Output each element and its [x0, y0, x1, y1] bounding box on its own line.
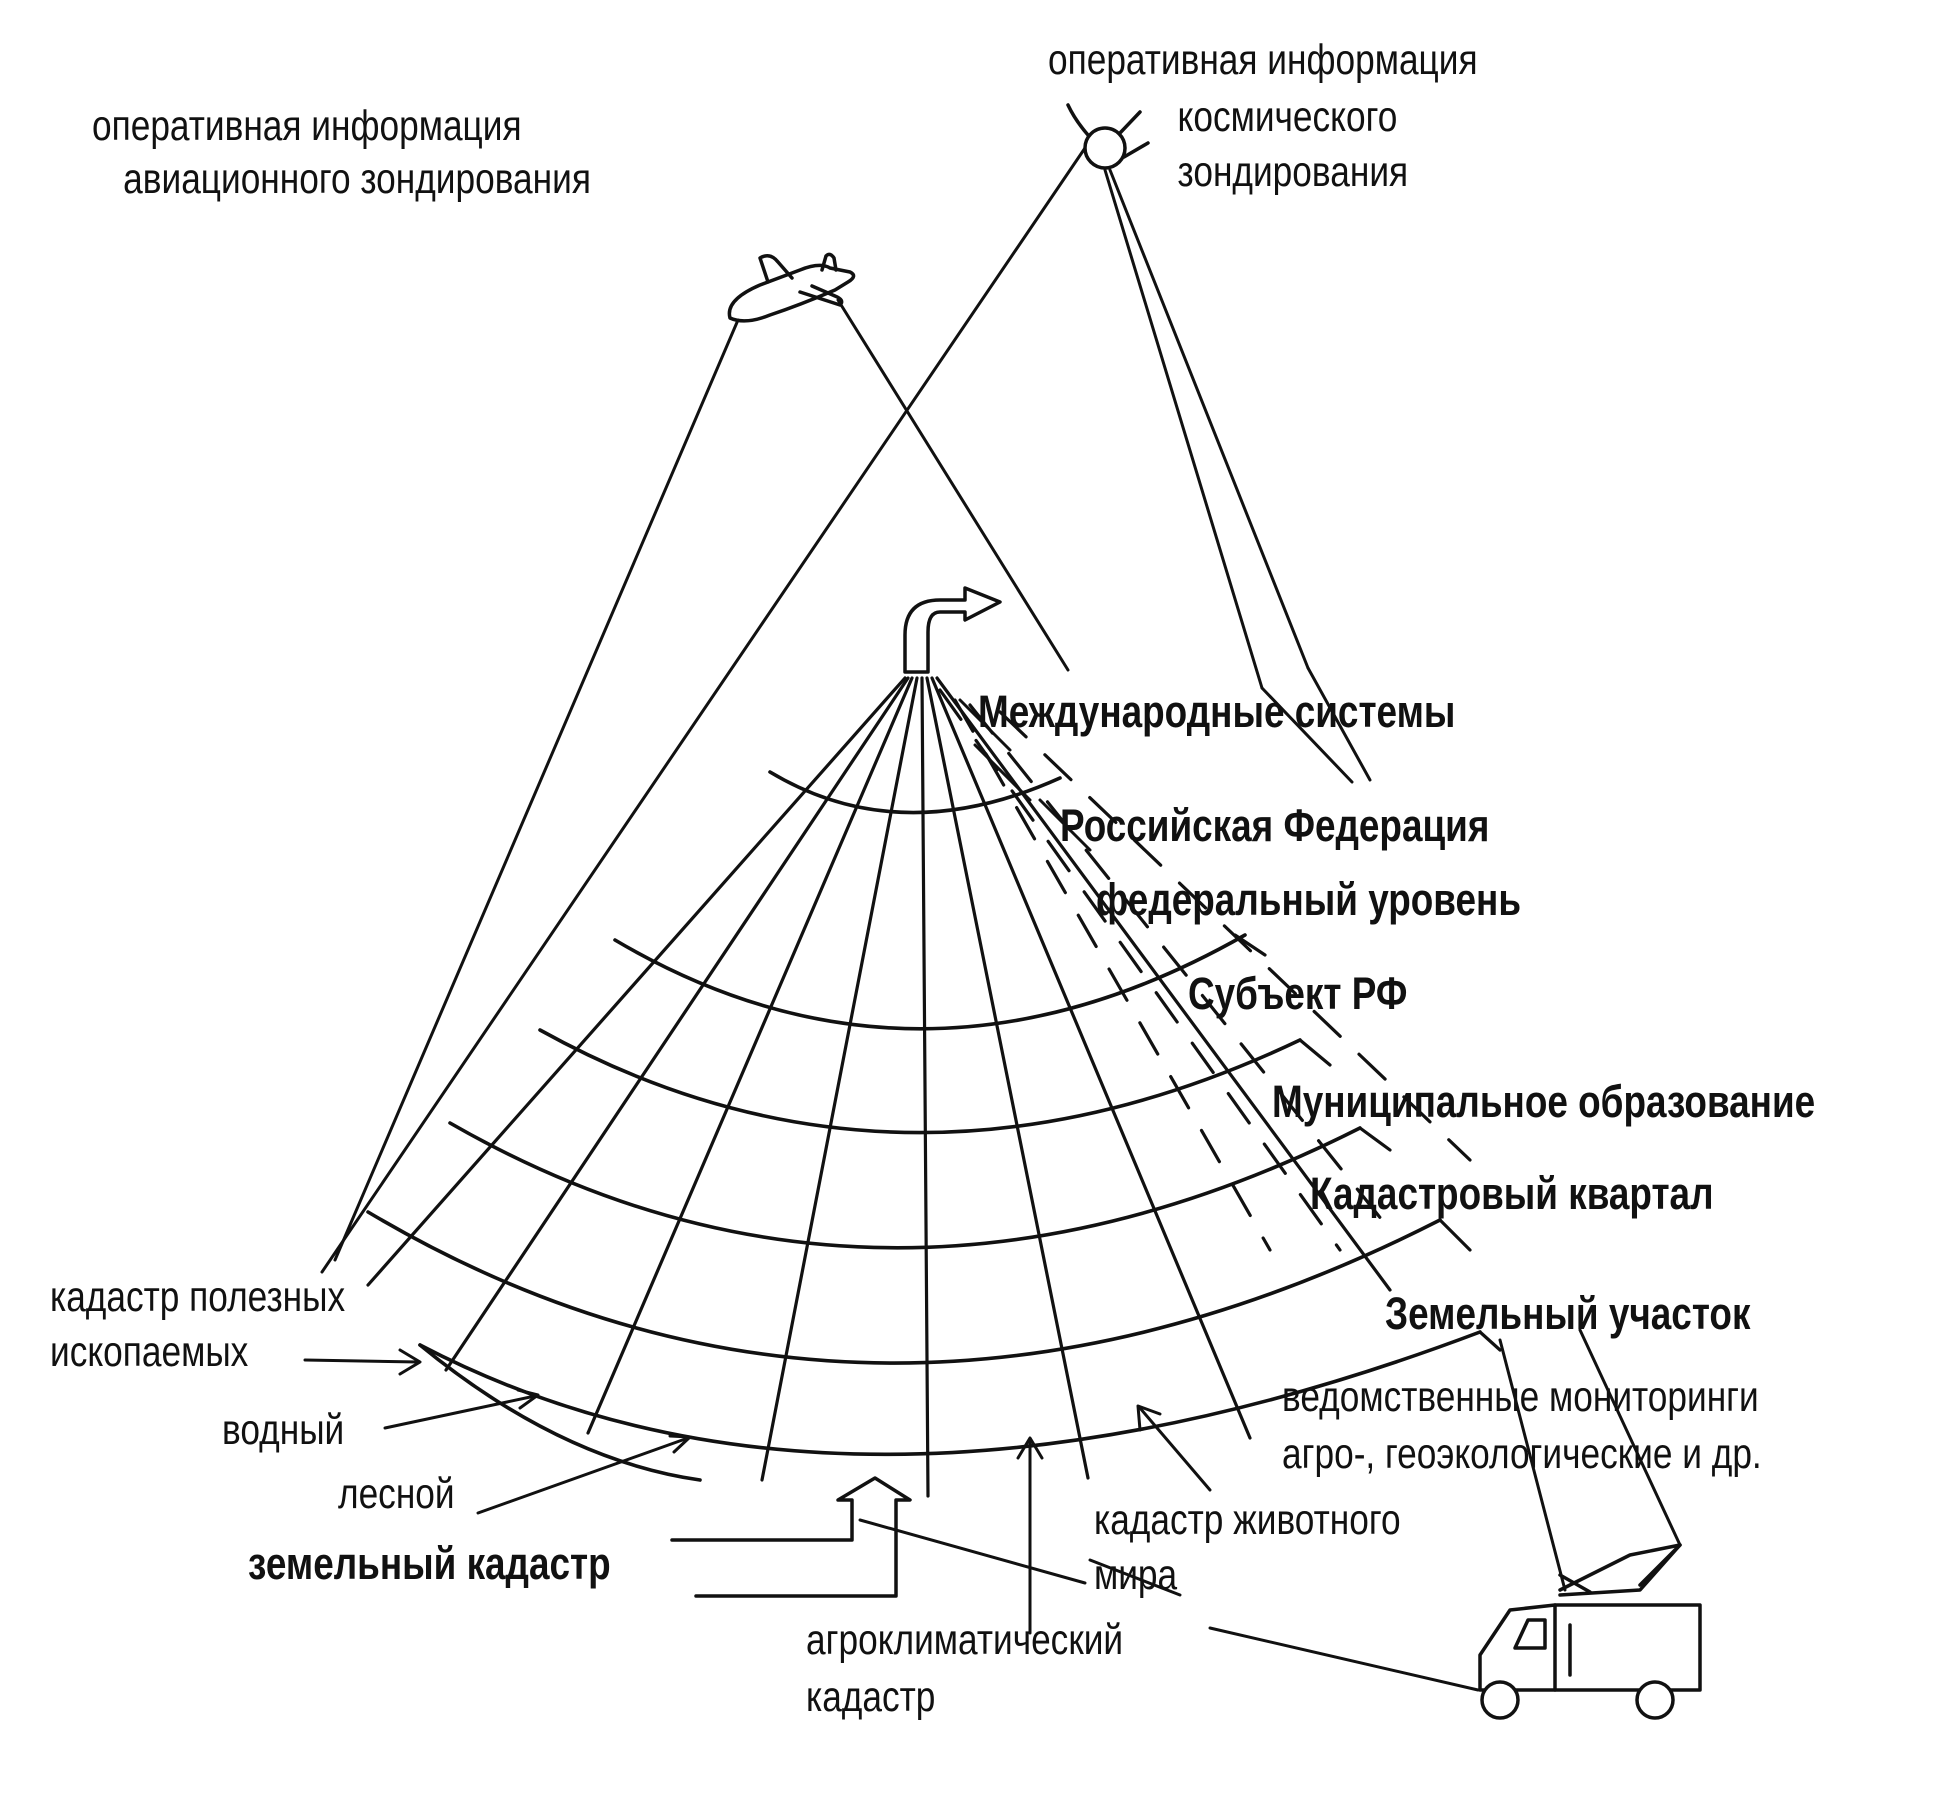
space-line-1: оперативная информация	[1048, 36, 1478, 84]
level-subject: Субъект РФ	[1188, 968, 1408, 1019]
space-line-3: зондирования	[1177, 148, 1409, 197]
sensing-beams	[320, 146, 1372, 1274]
aviation-sensing-label: оперативная информация авиационного зонд…	[92, 102, 591, 204]
truck-sensing-lines	[1208, 1328, 1682, 1692]
aviation-line-2: авиационного зондирования	[123, 155, 591, 204]
level-municipal: Муниципальное образование	[1272, 1076, 1816, 1127]
minerals-line-2: ископаемых	[50, 1328, 249, 1377]
monitoring-line-1: ведомственные мониторинги	[1282, 1373, 1759, 1421]
fan-top-dashes	[958, 698, 1092, 852]
aviation-line-1: оперативная информация	[92, 102, 522, 150]
land-cadastre-label: земельный кадастр	[248, 1538, 611, 1589]
level-international: Международные системы	[978, 686, 1456, 737]
level-land-plot: Земельный участок	[1385, 1288, 1751, 1339]
monitoring-label: ведомственные мониторинги агро-, геоэкол…	[1282, 1373, 1762, 1479]
level-ticks	[1233, 933, 1502, 1352]
level-russian-federation: Российская Федерация	[1060, 800, 1490, 851]
airplane-icon	[727, 252, 856, 323]
level-federal: федеральный уровень	[1096, 874, 1522, 925]
forest-cadastre-label: лесной	[338, 1470, 455, 1518]
monitoring-line-2: агро-, геоэкологические и др.	[1282, 1430, 1762, 1479]
curved-up-arrow-icon	[903, 586, 1002, 674]
space-sensing-label: оперативная информация космического зонд…	[1048, 36, 1478, 197]
land-cadastre-arrow	[670, 1476, 912, 1598]
agroclimatic-cadastre-label: агроклиматический кадастр	[806, 1616, 1124, 1722]
level-cadastral-block: Кадастровый квартал	[1310, 1168, 1714, 1219]
fauna-line-2: мира	[1094, 1551, 1178, 1600]
agroclimatic-line-1: агроклиматический	[806, 1616, 1124, 1664]
agroclimatic-line-2: кадастр	[806, 1673, 936, 1722]
fauna-cadastre-label: кадастр животного мира	[1094, 1496, 1401, 1600]
minerals-cadastre-label: кадастр полезных ископаемых	[50, 1273, 346, 1377]
truck-icon	[1478, 1543, 1702, 1720]
fauna-line-1: кадастр животного	[1094, 1496, 1401, 1544]
water-cadastre-label: водный	[222, 1406, 345, 1454]
space-line-2: космического	[1177, 93, 1398, 142]
fan-level-arcs	[366, 770, 1482, 1482]
satellite-icon	[1066, 103, 1150, 170]
minerals-line-1: кадастр полезных	[50, 1273, 346, 1321]
